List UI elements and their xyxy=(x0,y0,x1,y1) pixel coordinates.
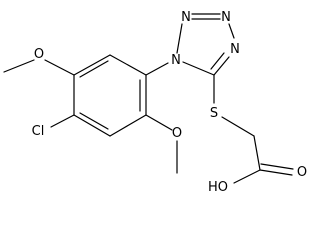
bond xyxy=(145,114,173,131)
bond xyxy=(233,169,261,184)
chloro-group: Cl xyxy=(32,114,75,139)
atom-label-n2: N xyxy=(181,10,191,25)
atom-label-s: S xyxy=(210,106,218,121)
bond xyxy=(73,54,111,76)
structure-canvas: O Cl O N N N N S HO O xyxy=(3,10,307,195)
atom-label-o-carbonyl: O xyxy=(297,165,307,180)
thioether-linker: S xyxy=(210,74,255,137)
bond xyxy=(260,163,294,170)
bond xyxy=(253,135,261,171)
bond xyxy=(182,61,215,76)
bond xyxy=(228,23,235,39)
bond xyxy=(259,169,293,176)
tetrazole-ring: N N N N xyxy=(171,10,240,76)
methoxy-bottom: O xyxy=(145,114,182,174)
molecule-structure: O Cl O N N N N S HO O xyxy=(3,10,307,195)
bond xyxy=(213,56,230,76)
carboxylic-acid: HO O xyxy=(208,135,307,195)
bond xyxy=(109,54,147,76)
bond xyxy=(73,114,111,137)
atom-label-n4: N xyxy=(230,42,240,57)
bond xyxy=(79,60,109,78)
atom-label-o-bottom: O xyxy=(172,126,182,141)
bond xyxy=(210,52,225,70)
bond xyxy=(3,59,35,73)
methoxy-top: O xyxy=(3,47,75,76)
atom-label-n1: N xyxy=(171,53,181,68)
bond xyxy=(79,112,109,130)
bond xyxy=(50,114,75,128)
bond xyxy=(176,23,183,54)
atom-label-oh: HO xyxy=(208,180,228,195)
bond xyxy=(221,116,255,137)
atom-label-o-top: O xyxy=(34,47,44,62)
atom-label-n3: N xyxy=(221,10,231,25)
benzene-ring xyxy=(73,54,147,137)
atom-label-cl: Cl xyxy=(32,124,45,139)
bond xyxy=(145,62,169,76)
bond xyxy=(44,59,75,76)
bond xyxy=(109,114,147,137)
